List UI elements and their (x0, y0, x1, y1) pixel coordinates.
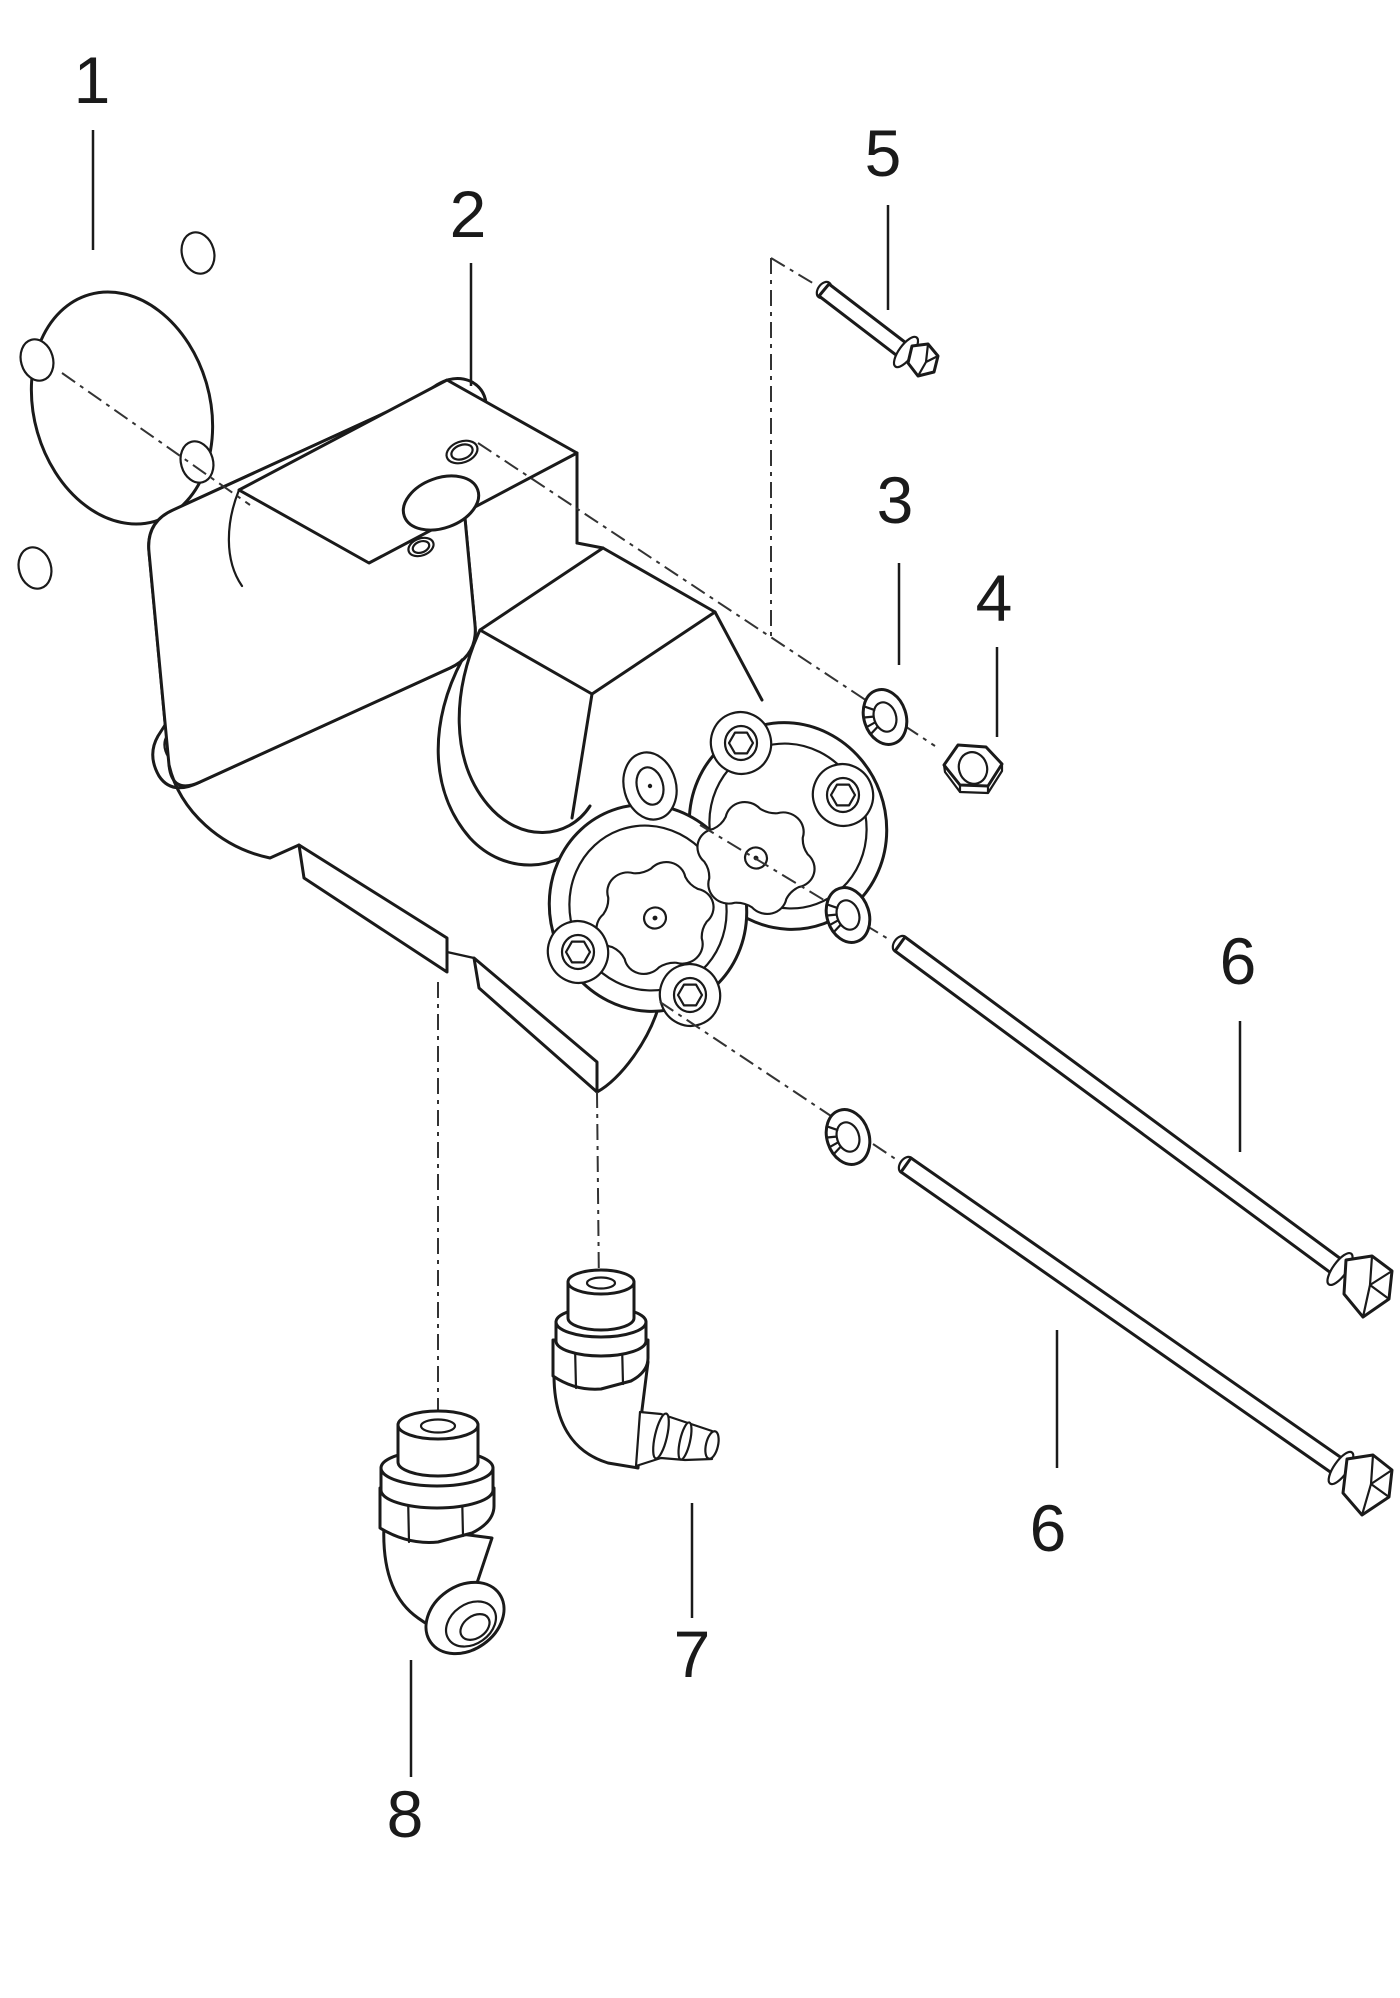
cover-screw (546, 920, 610, 984)
part-lock-washer-upper (824, 886, 872, 944)
cover-screw (658, 963, 722, 1027)
callout-2-label: 2 (450, 177, 487, 251)
part-flange-bolt (815, 280, 940, 378)
cover-screw (709, 711, 773, 775)
callout-6-upper-label: 6 (1220, 924, 1257, 998)
centerline-fitting-7 (596, 1091, 600, 1291)
callout-6-lower-label: 6 (1030, 1491, 1067, 1565)
part-pump-body (147, 377, 889, 1094)
callout-7-label: 7 (674, 1617, 711, 1691)
part-elbow-fitting-7 (551, 1268, 720, 1470)
callout-1-label: 1 (74, 43, 111, 117)
centerline-ear-washer-nut (477, 442, 936, 747)
part-hex-nut (942, 743, 1004, 795)
gear-rotor-left (595, 861, 715, 975)
callout-8-label: 8 (387, 1777, 424, 1851)
callout-4-label: 4 (976, 561, 1013, 635)
centerline-gasket (61, 372, 251, 506)
part-long-bolt-lower (897, 1155, 1394, 1517)
part-lock-washer-3 (861, 688, 909, 746)
bottom-port-pad-rear (297, 843, 449, 974)
callouts: 1 2 3 4 5 6 6 7 8 (74, 43, 1257, 1851)
gear-face-plate (546, 711, 889, 1027)
part-long-bolt-upper (891, 934, 1394, 1319)
centerline-bolt-5 (770, 257, 817, 286)
callout-5-label: 5 (865, 116, 902, 190)
callout-3-label: 3 (877, 463, 914, 537)
part-elbow-fitting-8 (378, 1409, 506, 1656)
part-lock-washer-lower (824, 1108, 872, 1166)
cover-screw (811, 763, 875, 827)
